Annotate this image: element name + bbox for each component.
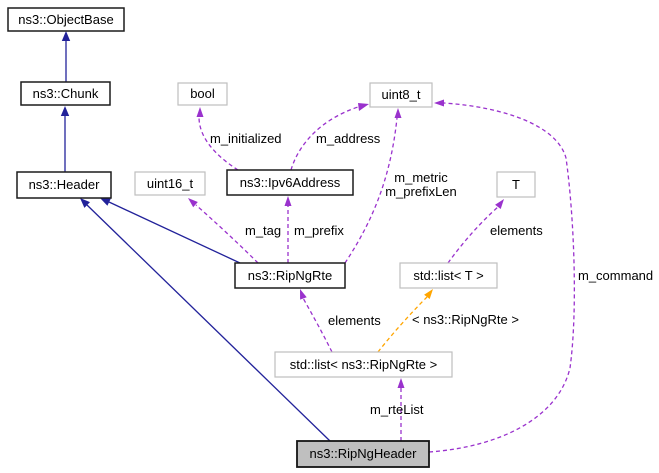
edge-line: [302, 297, 333, 353]
edge-label-m-initialized: m_initialized: [210, 131, 282, 146]
edge-label-m-prefixlen: m_prefixLen: [385, 184, 457, 199]
edge-label-m-tag: m_tag: [245, 223, 281, 238]
node-label: ns3::ObjectBase: [18, 12, 113, 27]
edge-line: [428, 102, 576, 453]
node-label: ns3::Chunk: [33, 86, 99, 101]
edge-label-m-metric: m_metric: [394, 170, 448, 185]
edge-usage-m-command: m_command: [428, 99, 653, 453]
edge-arrowhead: [434, 99, 444, 107]
node-box: [369, 82, 433, 108]
edge-line: [344, 117, 398, 264]
edge-usage-elements-rte: elements: [300, 289, 381, 353]
edge-label-template-inst: < ns3::RipNgRte >: [412, 312, 519, 327]
node-box[interactable]: [20, 81, 111, 106]
edge-arrowhead: [61, 31, 71, 41]
edge-line: [108, 201, 241, 264]
edge-arrowhead: [495, 199, 504, 209]
edge-usage-m-tag: m_tag: [188, 198, 281, 264]
edge-template-instantiation: < ns3::RipNgRte >: [377, 289, 519, 353]
edge-arrowhead: [60, 106, 70, 116]
edge-inheritance-chunk-to-objectbase: [61, 31, 71, 82]
edge-label-m-command: m_command: [578, 268, 653, 283]
node-label: ns3::RipNgHeader: [310, 446, 418, 461]
edge-arrowhead: [300, 289, 307, 300]
node-label: std::list< ns3::RipNgRte >: [290, 357, 437, 372]
edge-arrowhead: [188, 198, 198, 208]
node-box: [134, 171, 206, 196]
edge-line: [377, 296, 428, 353]
node-label: bool: [190, 86, 215, 101]
edge-label-m-rtelist: m_rteList: [370, 402, 424, 417]
edge-label-m-prefix: m_prefix: [294, 223, 344, 238]
node-bool: bool: [177, 82, 228, 106]
edge-usage-m-address: m_address: [290, 103, 381, 171]
edge-usage-m-prefix: m_prefix: [284, 196, 344, 263]
node-box: [496, 171, 536, 198]
edge-inheritance-ripngheader-to-header: [80, 198, 331, 442]
edge-usage-elements-t: elements: [447, 199, 543, 264]
edge-arrowhead: [397, 378, 405, 388]
edge-line: [86, 204, 331, 442]
node-box: [274, 351, 453, 378]
node-label: T: [512, 177, 520, 192]
node-uint8-t: uint8_t: [369, 82, 433, 108]
edge-arrowhead: [100, 198, 111, 206]
node-std-list-ripngrte: std::list< ns3::RipNgRte >: [274, 351, 453, 378]
edge-line: [447, 206, 499, 264]
edge-arrowhead: [80, 198, 90, 208]
node-box[interactable]: [226, 169, 354, 196]
edge-arrowhead: [394, 108, 402, 118]
edge-arrowhead: [424, 289, 433, 299]
edge-usage-m-rtelist: m_rteList: [370, 378, 424, 441]
node-label: ns3::RipNgRte: [248, 268, 333, 283]
node-uint16-t: uint16_t: [134, 171, 206, 196]
edge-line: [290, 106, 359, 171]
node-box[interactable]: [16, 171, 112, 199]
node-box[interactable]: [234, 262, 346, 289]
edge-label-elements-t: elements: [490, 223, 543, 238]
node-std-list-t: std::list< T >: [399, 262, 498, 289]
edge-arrowhead: [284, 196, 292, 206]
node-ns3-chunk[interactable]: ns3::Chunk: [20, 81, 111, 106]
node-box: [296, 440, 430, 468]
edge-usage-m-initialized: m_initialized: [196, 107, 282, 171]
edge-arrowhead: [196, 107, 204, 117]
node-label: ns3::Ipv6Address: [240, 175, 341, 190]
node-ns3-ipv6address[interactable]: ns3::Ipv6Address: [226, 169, 354, 196]
node-ns3-ripngrte[interactable]: ns3::RipNgRte: [234, 262, 346, 289]
node-ns3-ripngheader-focus: ns3::RipNgHeader: [296, 440, 430, 468]
node-box: [177, 82, 228, 106]
edge-inheritance-header-to-chunk: [60, 106, 70, 172]
node-t: T: [496, 171, 536, 198]
node-box: [399, 262, 498, 289]
node-label: uint16_t: [147, 176, 194, 191]
edge-usage-m-metric-m-prefixlen: m_metric m_prefixLen: [344, 108, 457, 264]
node-box[interactable]: [7, 7, 125, 32]
node-ns3-objectbase[interactable]: ns3::ObjectBase: [7, 7, 125, 32]
node-ns3-header[interactable]: ns3::Header: [16, 171, 112, 199]
edge-label-m-address: m_address: [316, 131, 381, 146]
node-label: ns3::Header: [29, 177, 100, 192]
edge-line: [198, 116, 239, 171]
node-label: std::list< T >: [413, 268, 483, 283]
edge-line: [195, 204, 259, 264]
edge-inheritance-ripngrte-to-header: [100, 198, 241, 264]
edge-arrowhead: [358, 103, 369, 111]
edge-label-elements-rte: elements: [328, 313, 381, 328]
node-label: uint8_t: [381, 87, 420, 102]
